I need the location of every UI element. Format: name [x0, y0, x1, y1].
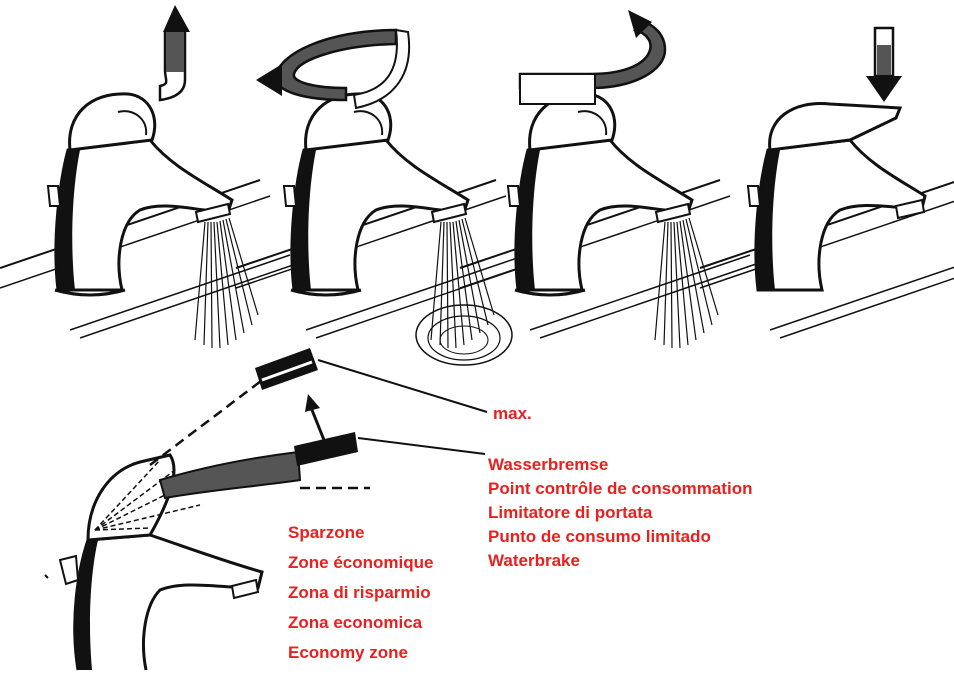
economy-zone-label-en: Economy zone	[288, 638, 433, 668]
counterclockwise-arrow-icon	[256, 30, 409, 108]
max-marker	[255, 348, 318, 390]
water-jet	[431, 218, 494, 348]
economy-zone-label-list: Sparzone Zone économique Zona di risparm…	[288, 518, 433, 668]
water-jet	[655, 218, 718, 348]
economy-zone-label-it: Zona di risparmio	[288, 578, 433, 608]
water-brake-label-es: Punto de consumo limitado	[488, 525, 752, 549]
arrow-down-icon	[866, 28, 902, 102]
water-brake-label-en: Waterbrake	[488, 549, 752, 573]
water-brake-label-fr: Point contrôle de consommation	[488, 477, 752, 501]
panel-push-down	[700, 28, 954, 338]
faucet-illustration	[48, 94, 232, 295]
water-brake-label-de: Wasserbremse	[488, 453, 752, 477]
max-label: max.	[493, 403, 532, 424]
faucet-illustration	[508, 94, 692, 295]
economy-zone-label-fr: Zone économique	[288, 548, 433, 578]
panel-rotate-right	[460, 10, 756, 348]
panel-lift-lever	[0, 5, 296, 348]
splash-spray	[416, 305, 512, 365]
arrow-up-icon	[160, 5, 190, 100]
economy-zone-lever	[160, 452, 300, 498]
economy-zone-label-es: Zona economica	[288, 608, 433, 638]
clockwise-arrow-icon	[520, 10, 665, 104]
water-brake-label-list: Wasserbremse Point contrôle de consommat…	[488, 453, 752, 573]
panel-rotate-left	[236, 30, 532, 365]
water-brake-label-it: Limitatore di portata	[488, 501, 752, 525]
faucet-illustration	[284, 94, 468, 295]
faucet-illustration	[75, 535, 262, 670]
economy-zone-label-de: Sparzone	[288, 518, 433, 548]
